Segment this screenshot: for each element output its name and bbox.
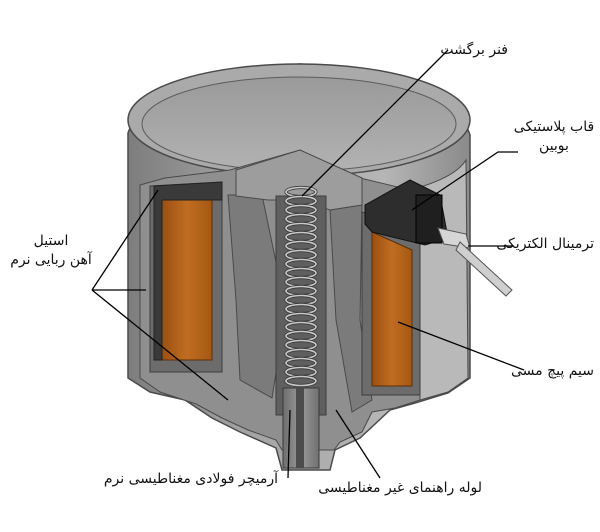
plastic-bobbin [153, 179, 449, 361]
electrical-terminal [437, 227, 513, 297]
label-return-spring: فنر برگشت [440, 42, 508, 58]
label-armature: آرمیچر فولادی مغناطیسی نرم [103, 471, 278, 487]
leader-lines [91, 49, 525, 479]
label-steel-line1: استیل [33, 233, 69, 249]
label-steel-line2: آهن ربایی نرم [10, 252, 92, 268]
leader-return-spring [301, 49, 449, 197]
leader-plastic-bobbin [411, 151, 518, 211]
copper-coil [161, 199, 413, 387]
label-guide-tube: لوله راهنمای غیر مغناطیسی [318, 480, 482, 496]
spring-coil-highlight [285, 375, 317, 387]
label-plastic-bobbin: قاب پلاستیکی بوبین [512, 118, 596, 156]
label-copper-coil: سیم پیچ مسی [511, 363, 594, 379]
label-plastic-bobbin-line2: بوبین [539, 138, 569, 154]
copper-coil-left [161, 199, 213, 361]
label-plastic-bobbin-line1: قاب پلاستیکی [513, 119, 595, 135]
label-electrical-terminal: ترمینال الکتریکی [496, 236, 594, 252]
leader-steel-2 [91, 289, 229, 401]
leader-copper-coil [397, 321, 525, 371]
leader-steel-1 [91, 189, 159, 291]
return-spring [284, 185, 318, 388]
leader-guide-tube [335, 409, 381, 479]
label-steel: استیل آهن ربایی نرم [8, 232, 94, 270]
copper-coil-right [371, 231, 413, 387]
leader-armature [287, 409, 291, 479]
